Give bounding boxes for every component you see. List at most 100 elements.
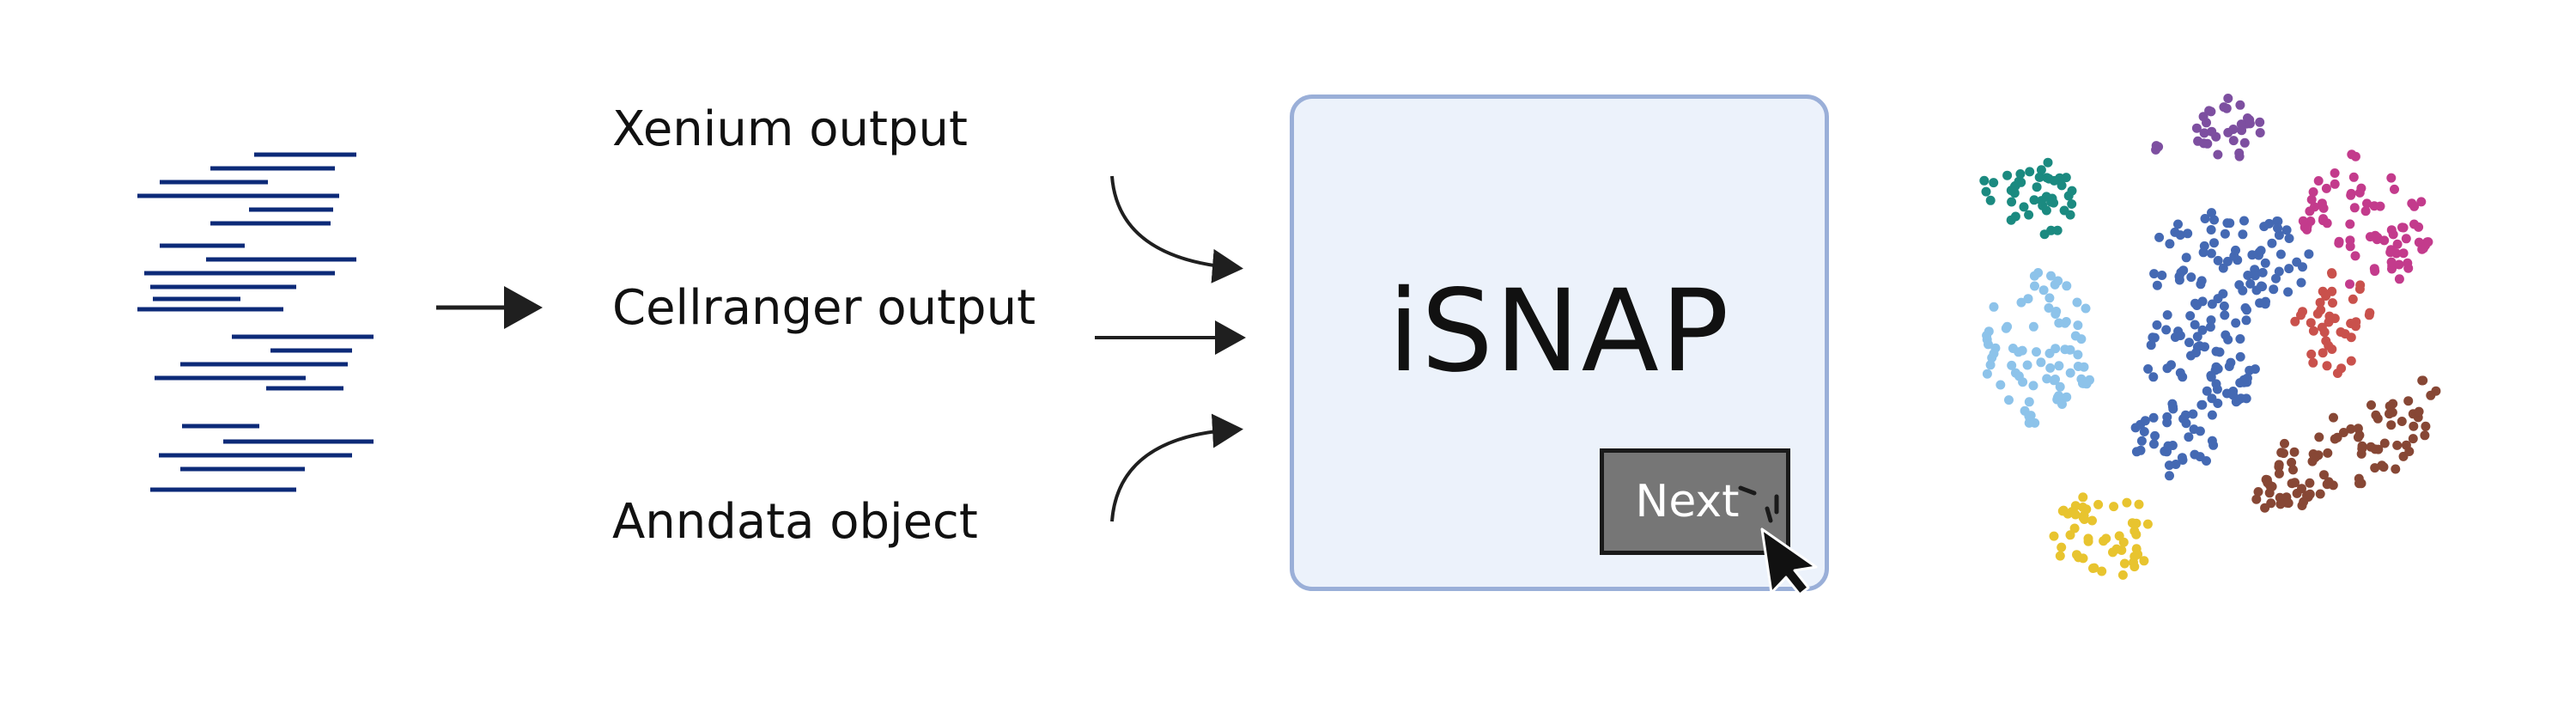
- cell-dot: [2348, 172, 2359, 182]
- cell-dot: [2313, 176, 2324, 186]
- cell-dot: [2117, 570, 2128, 580]
- cell-dot: [2134, 499, 2144, 509]
- cell-dot: [2057, 180, 2067, 191]
- cell-dot: [2070, 501, 2081, 511]
- cell-dot: [2207, 410, 2217, 420]
- cell-dot: [2206, 315, 2216, 326]
- cell-dot: [2283, 287, 2293, 297]
- cell-dot: [2015, 169, 2026, 179]
- cell-dot: [2318, 201, 2328, 211]
- cell-dot: [2238, 229, 2248, 240]
- cell-dot: [2207, 208, 2216, 218]
- cell-dot: [2057, 542, 2067, 552]
- cell-dot: [2241, 393, 2251, 404]
- cell-dot: [2334, 236, 2344, 247]
- cell-dot: [2260, 503, 2270, 513]
- cell-dot: [2408, 434, 2418, 444]
- cell-dot: [2314, 432, 2324, 442]
- cell-dot: [2348, 294, 2358, 304]
- xenium-output-label: Xenium output: [612, 101, 968, 157]
- cell-dot: [2065, 530, 2075, 540]
- cell-dot: [2207, 299, 2217, 309]
- cell-dot: [2044, 303, 2054, 313]
- cell-dot: [2366, 400, 2376, 410]
- cell-dot: [2024, 210, 2034, 220]
- cell-dot: [2308, 357, 2318, 368]
- cell-dot: [2083, 536, 2093, 546]
- cell-dot: [2398, 222, 2409, 233]
- cell-dot: [2070, 331, 2081, 341]
- cell-dot: [2209, 238, 2219, 248]
- cell-dot: [2211, 346, 2221, 357]
- cell-dot: [2198, 112, 2208, 122]
- cell-dot: [2296, 277, 2306, 288]
- cell-dot: [2016, 297, 2026, 308]
- cell-dot: [2036, 357, 2046, 368]
- cell-dot: [2150, 430, 2160, 441]
- cell-dot: [2175, 331, 2185, 341]
- cell-dot: [2315, 489, 2325, 499]
- cell-dot: [2386, 420, 2397, 430]
- cell-dot: [2073, 362, 2083, 371]
- cell-dot: [2274, 468, 2284, 479]
- cell-dot: [2206, 107, 2216, 117]
- cell-dot: [2306, 194, 2317, 204]
- cell-dot: [2245, 278, 2256, 289]
- cell-dot: [2019, 202, 2029, 212]
- cell-dot: [2308, 187, 2318, 197]
- cell-dot: [2305, 478, 2315, 488]
- cell-dot: [2284, 264, 2294, 274]
- cell-dot: [2219, 102, 2229, 113]
- cell-dot: [2061, 173, 2071, 183]
- cell-dot: [2310, 453, 2320, 462]
- cell-dot: [2259, 222, 2269, 232]
- cell-dot: [2418, 375, 2428, 386]
- cell-dot: [2332, 369, 2342, 378]
- cell-dot: [2190, 320, 2200, 330]
- cell-dot: [2131, 544, 2142, 554]
- cell-dot: [2054, 361, 2064, 371]
- next-button[interactable]: Next: [1600, 448, 1790, 555]
- cell-dot: [2394, 259, 2404, 270]
- cell-dot: [2213, 149, 2223, 160]
- cell-dot: [2292, 257, 2302, 267]
- cell-dot: [2375, 201, 2385, 211]
- cell-dot: [2170, 227, 2180, 237]
- cell-dot: [2255, 117, 2265, 127]
- cell-dot: [2347, 149, 2357, 160]
- cell-dot: [2349, 203, 2360, 213]
- cell-dot: [2409, 219, 2419, 229]
- cell-dot: [2202, 386, 2212, 396]
- cell-dot: [2069, 523, 2080, 533]
- cell-dot: [2196, 399, 2207, 410]
- cell-dot: [2174, 271, 2184, 282]
- cell-dot: [2206, 225, 2216, 235]
- cell-dot: [2129, 526, 2140, 536]
- cell-dot: [2345, 241, 2355, 252]
- cell-dot: [2097, 566, 2107, 576]
- cell-dot: [2292, 488, 2302, 498]
- cell-dot: [2353, 432, 2363, 442]
- cell-dot: [2420, 430, 2430, 441]
- cell-dot: [2042, 173, 2052, 183]
- cell-dot: [2280, 438, 2289, 448]
- cell-dot: [2146, 340, 2156, 350]
- cell-dot: [2228, 136, 2239, 146]
- cell-dot: [2111, 544, 2122, 554]
- cell-dot: [2245, 115, 2255, 125]
- cell-dot: [2345, 219, 2355, 229]
- cell-dot: [2257, 281, 2266, 291]
- cell-dot: [2235, 334, 2245, 344]
- cell-dot: [2032, 347, 2041, 357]
- cell-dot: [2036, 165, 2046, 175]
- cell-dot: [2231, 318, 2241, 328]
- cell-dot: [2257, 267, 2268, 277]
- cell-dot: [2220, 310, 2230, 320]
- cell-dot: [2188, 409, 2198, 419]
- cell-dot: [2186, 272, 2196, 283]
- cell-dot: [2038, 285, 2049, 296]
- cell-dot: [2029, 195, 2039, 205]
- cell-dot: [2190, 298, 2200, 308]
